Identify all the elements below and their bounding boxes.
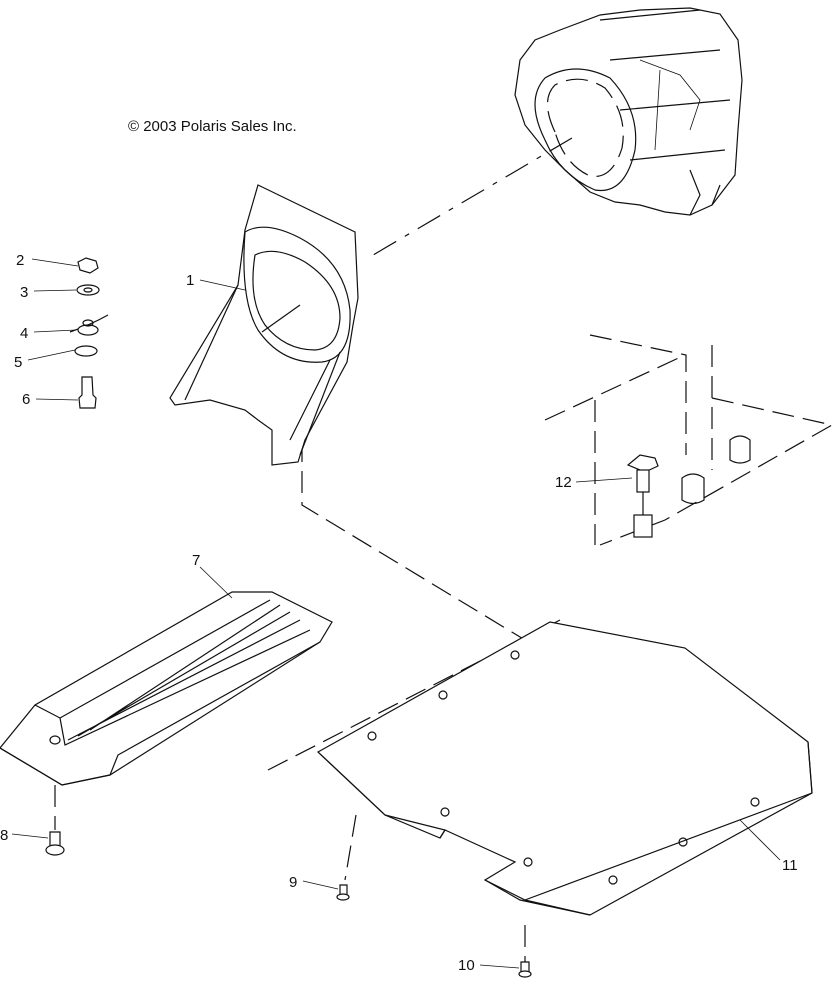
callout-3: 3 [20, 284, 28, 301]
callout-4: 4 [20, 325, 28, 342]
hull-outline [544, 334, 834, 546]
part-12-sensor [626, 454, 659, 538]
alignment-line-plate [267, 619, 561, 771]
hardware-stack [69, 257, 109, 409]
part-4-clip [69, 314, 109, 333]
copyright-notice: © 2003 Polaris Sales Inc. [128, 118, 297, 135]
part-1-shroud-bracket [169, 184, 359, 466]
alignment-line-housing [367, 137, 573, 259]
part-10-screw [518, 925, 532, 978]
callout-10: 10 [458, 957, 475, 974]
callout-2: 2 [16, 252, 24, 269]
part-11-skid-plate [316, 621, 813, 916]
callout-7: 7 [192, 552, 200, 569]
callout-labels: 1 2 3 4 5 6 7 8 9 10 11 12 [0, 252, 798, 974]
callout-12: 12 [555, 474, 572, 491]
callout-8: 8 [0, 827, 8, 844]
callout-1: 1 [186, 272, 194, 289]
part-5-washer [74, 345, 98, 357]
part-8-screw [45, 785, 65, 856]
pump-housing [514, 7, 743, 216]
callout-6: 6 [22, 391, 30, 408]
part-3-washer [76, 284, 100, 296]
part-9-screw [336, 814, 357, 901]
callout-11: 11 [782, 857, 798, 874]
part-7-pad [0, 591, 333, 786]
leader-lines [11, 258, 781, 969]
callout-9: 9 [289, 874, 297, 891]
callout-5: 5 [14, 354, 22, 371]
part-6-bolt [78, 376, 97, 409]
part-2-nut [77, 257, 99, 274]
